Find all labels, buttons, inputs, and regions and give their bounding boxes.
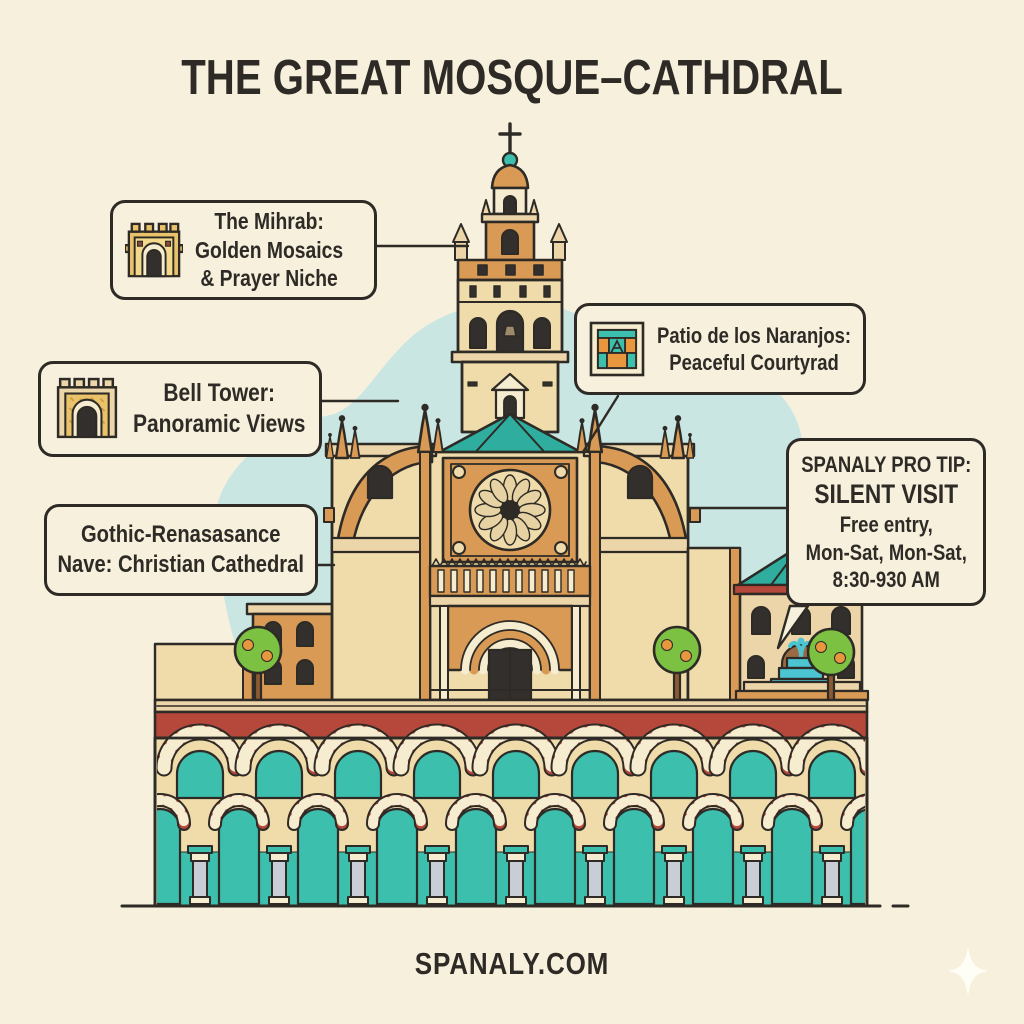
callout-mihrab: The Mihrab: Golden Mosaics & Prayer Nich…	[110, 200, 377, 300]
callout-patio: Patio de los Naranjos: Peaceful Courtyra…	[574, 303, 866, 395]
callout-pro-tip-line4: Mon-Sat, Mon-Sat,	[805, 539, 967, 565]
callout-mihrab-line1: The Mihrab:	[214, 208, 324, 235]
bell-tower	[450, 122, 570, 434]
connector-patio	[581, 394, 620, 454]
callout-mihrab-line2: Golden Mosaics	[195, 236, 344, 263]
connector-lines	[315, 244, 810, 650]
page-title: THE GREAT MOSQUE–CATHDRAL	[181, 51, 843, 105]
callout-bell-tower-line2: Panoramic Views	[133, 410, 306, 438]
callout-patio-text: Patio de los Naranjos: Peaceful Courtyra…	[657, 322, 851, 377]
callout-mihrab-text: The Mihrab: Golden Mosaics & Prayer Nich…	[195, 207, 343, 293]
bell-tower-gate-icon	[56, 377, 118, 439]
rose-window	[441, 456, 579, 564]
striped-arcade	[153, 698, 869, 908]
callout-pro-tip-line2: SILENT VISIT	[814, 479, 958, 509]
callout-patio-line1: Patio de los Naranjos:	[657, 322, 852, 348]
callout-bell-tower-line1: Bell Tower:	[163, 379, 275, 407]
callout-nave: Gothic-Renasasance Nave: Christian Cathe…	[44, 504, 318, 596]
callout-pro-tip-line1: SPANALY PRO TIP:	[800, 451, 972, 477]
cross-icon	[498, 122, 522, 156]
callout-nave-line1: Gothic-Renasasance	[81, 521, 281, 549]
building	[120, 122, 910, 908]
pro-tip-tail	[776, 604, 810, 650]
callout-bell-tower: Bell Tower: Panoramic Views	[38, 361, 322, 457]
portal	[439, 604, 581, 702]
patio-window-icon	[589, 321, 645, 377]
website-url: SPANALY.COM	[414, 946, 610, 981]
callout-bell-tower-text: Bell Tower: Panoramic Views	[133, 378, 305, 440]
callout-pro-tip-line3: Free entry,	[839, 512, 933, 538]
callout-mihrab-line3: & Prayer Niche	[200, 265, 338, 292]
callout-nave-line2: Nave: Christian Cathedral	[57, 551, 305, 578]
mihrab-gate-icon	[125, 222, 183, 278]
callout-patio-line2: Peaceful Courtyrad	[669, 350, 839, 375]
callout-pro-tip: SPANALY PRO TIP: SILENT VISIT Free entry…	[786, 438, 986, 606]
sparkle-icon	[948, 946, 988, 996]
callout-nave-text: Gothic-Renasasance Nave: Christian Cathe…	[58, 520, 304, 580]
gallery-band	[428, 558, 592, 608]
callout-pro-tip-line5: 8:30-930 AM	[832, 567, 940, 592]
callout-pro-tip-text: SPANALY PRO TIP: SILENT VISIT Free entry…	[801, 451, 971, 594]
